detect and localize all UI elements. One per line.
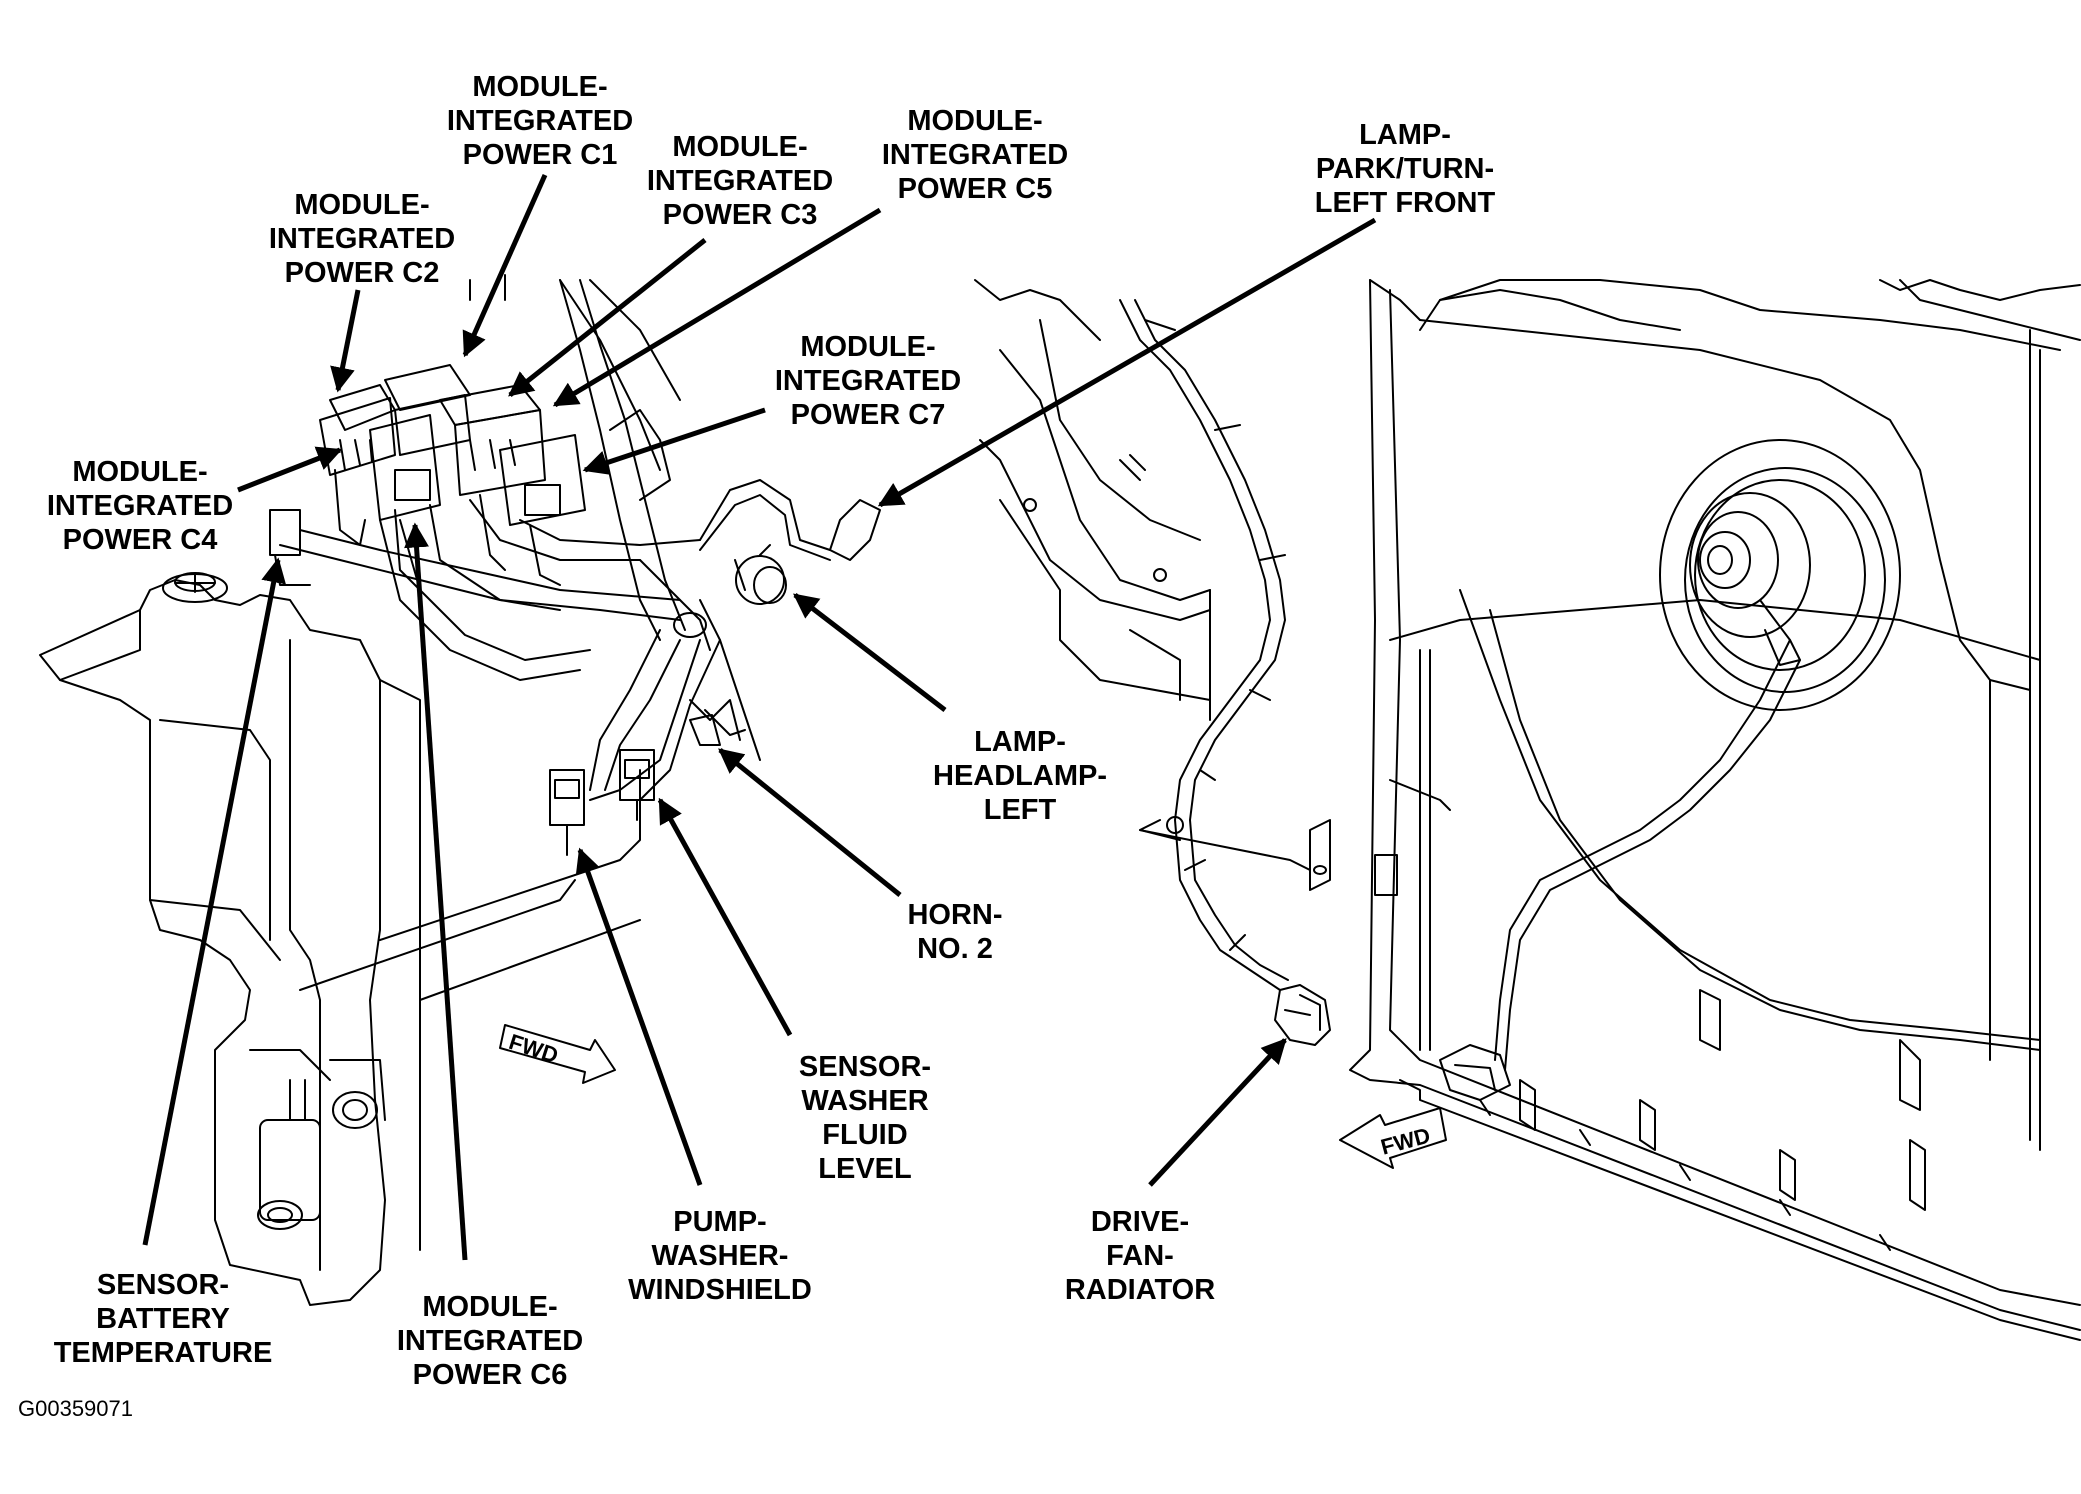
fender-structure xyxy=(299,279,681,1001)
headlamp-housing xyxy=(974,279,1211,721)
label-module-integrated-power-c2: MODULE- INTEGRATED POWER C2 xyxy=(268,189,456,289)
leader-c2 xyxy=(330,289,361,393)
leader-washer-fluid-sensor xyxy=(657,797,793,1037)
wiring-harness xyxy=(279,279,881,801)
integrated-power-module-connectors xyxy=(319,274,586,591)
washer-reservoir xyxy=(39,572,421,1306)
label-lamp-park-turn-left-front: LAMP- PARK/TURN- LEFT FRONT xyxy=(1314,119,1496,219)
leader-c4 xyxy=(237,446,343,493)
leader-c1 xyxy=(462,173,548,358)
label-module-integrated-power-c7: MODULE- INTEGRATED POWER C7 xyxy=(774,331,962,431)
label-module-integrated-power-c5: MODULE- INTEGRATED POWER C5 xyxy=(881,105,1069,205)
fan-connector xyxy=(1439,1044,1511,1101)
leader-c6 xyxy=(404,522,468,1261)
label-module-integrated-power-c3: MODULE- INTEGRATED POWER C3 xyxy=(646,131,834,231)
label-module-integrated-power-c4: MODULE- INTEGRATED POWER C4 xyxy=(46,456,234,556)
leader-c3 xyxy=(508,238,707,397)
figure-id: G00359071 xyxy=(18,1396,133,1421)
fwd-label-left: FWD xyxy=(506,1029,561,1068)
label-lamp-headlamp-left: LAMP- HEADLAMP- LEFT xyxy=(933,726,1107,826)
leader-park-turn-lamp xyxy=(877,217,1377,508)
harness-connectors xyxy=(269,509,721,856)
leader-c5 xyxy=(552,207,882,408)
radiator-fan-shroud xyxy=(1309,279,2081,1341)
fan-motor xyxy=(1494,439,1901,1071)
label-sensor-washer-fluid-level: SENSOR- WASHER FLUID LEVEL xyxy=(798,1051,932,1185)
leader-c7 xyxy=(582,407,766,475)
leader-washer-pump xyxy=(575,847,703,1186)
leader-headlamp xyxy=(793,593,947,712)
label-drive-fan-radiator: DRIVE- FAN- RADIATOR xyxy=(1064,1206,1216,1306)
forward-direction-arrow-left xyxy=(499,1024,616,1084)
label-horn-no-2: HORN- NO. 2 xyxy=(907,899,1003,965)
label-module-integrated-power-c6: MODULE- INTEGRATED POWER C6 xyxy=(396,1291,584,1391)
leader-fan-drive xyxy=(1148,1038,1287,1187)
fan-harness xyxy=(1119,299,1331,1046)
forward-direction-arrow-right xyxy=(1339,1107,1447,1169)
leader-battery-temp-sensor xyxy=(142,557,286,1246)
label-pump-washer-windshield: PUMP- WASHER- WINDSHIELD xyxy=(628,1206,812,1306)
leader-arrows xyxy=(142,173,1377,1261)
leader-horn xyxy=(718,748,902,897)
label-sensor-battery-temperature: SENSOR- BATTERY TEMPERATURE xyxy=(53,1269,273,1369)
label-module-integrated-power-c1: MODULE- INTEGRATED POWER C1 xyxy=(446,71,634,171)
